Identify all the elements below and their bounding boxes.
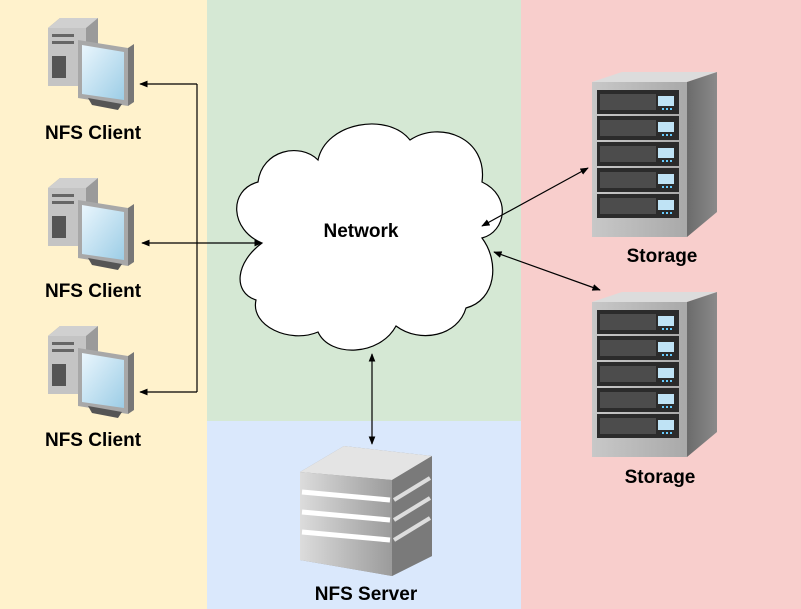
cloud-icon xyxy=(236,123,503,351)
client-connectors xyxy=(139,80,263,396)
client-label: NFS Client xyxy=(44,430,142,451)
client-label: NFS Client xyxy=(44,123,142,144)
desktop-computer-icon xyxy=(48,326,134,418)
server-rack-icon xyxy=(592,72,717,237)
desktop-computer-icon xyxy=(48,18,134,110)
datacenter-server-icon xyxy=(300,446,432,576)
storage-label: Storage xyxy=(624,467,696,488)
client-label: NFS Client xyxy=(44,281,142,302)
connector-arrow xyxy=(481,167,589,227)
storage-label: Storage xyxy=(626,246,698,267)
nfs-server-label: NFS Server xyxy=(314,584,418,605)
connector-arrow xyxy=(493,251,601,291)
network-label: Network xyxy=(323,221,399,242)
server-rack-icon xyxy=(592,292,717,457)
desktop-computer-icon xyxy=(48,178,134,270)
